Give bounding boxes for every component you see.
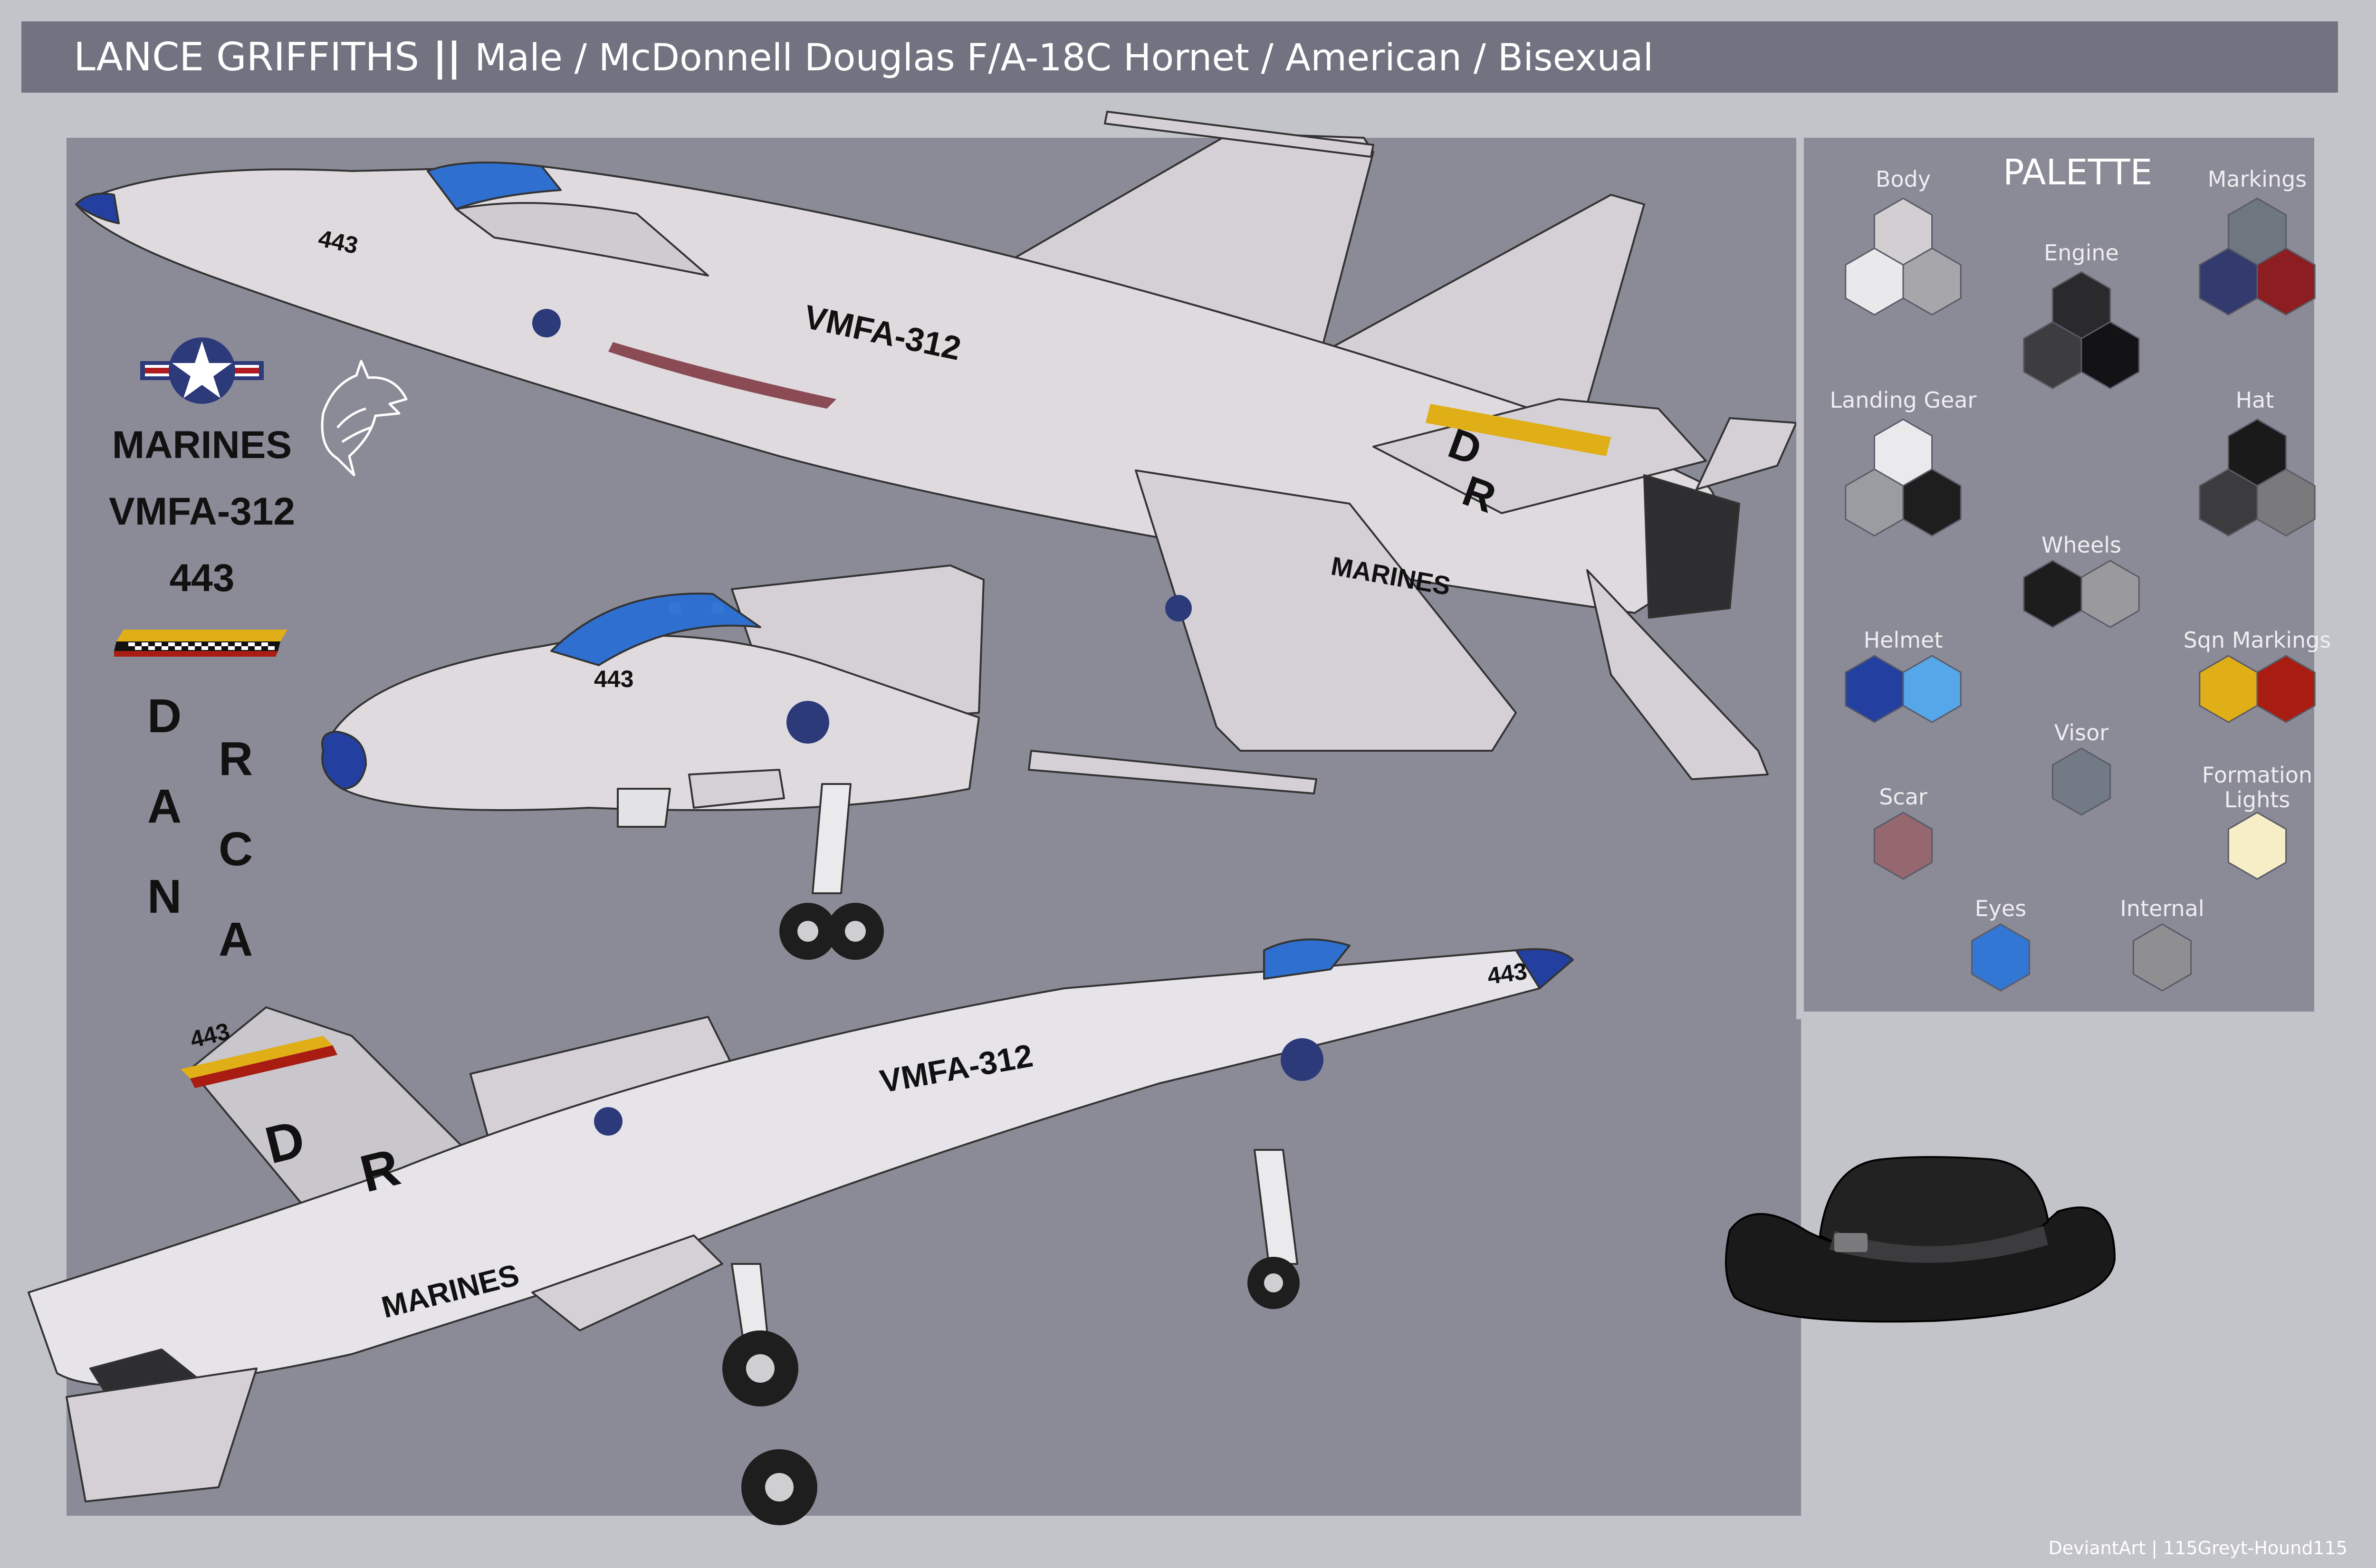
name-letter: A xyxy=(147,780,182,833)
swatch-label-formation-lights: Formation Lights xyxy=(2202,762,2313,813)
roundel-icon xyxy=(786,701,829,744)
roundel-icon xyxy=(1165,595,1192,621)
griffin-emblem-icon xyxy=(321,360,408,477)
insignia-squadron: VMFA-312 xyxy=(109,490,295,533)
color-swatch xyxy=(2256,468,2316,537)
color-swatch xyxy=(2199,655,2258,723)
color-swatch xyxy=(1873,812,1933,880)
name-letter: D xyxy=(147,689,182,743)
swatch-label-eyes: Eyes xyxy=(1974,896,2027,921)
swatch-label-hat: Hat xyxy=(2235,387,2274,413)
jet-top-view xyxy=(75,111,1797,794)
title-separator: || xyxy=(419,35,475,80)
character-name: LANCE GRIFFITHS xyxy=(74,35,420,80)
eye-icon xyxy=(668,602,681,615)
name-letter: N xyxy=(147,870,182,923)
color-swatch xyxy=(1845,655,1904,723)
title-bar: LANCE GRIFFITHS || Male / McDonnell Doug… xyxy=(21,21,2338,93)
swatch-label-body: Body xyxy=(1875,166,1931,192)
roundel-icon xyxy=(594,1107,623,1136)
checker-stripe-icon xyxy=(114,630,287,657)
insignia-number: 443 xyxy=(169,556,235,600)
swatch-label-visor: Visor xyxy=(2054,720,2109,746)
swatch-label-wheels: Wheels xyxy=(2041,532,2121,558)
swatch-label-landing-gear: Landing Gear xyxy=(1830,387,1977,413)
color-swatch xyxy=(1902,468,1962,537)
name-letter: C xyxy=(219,822,253,876)
color-swatch xyxy=(2256,655,2316,723)
color-swatch xyxy=(2132,923,2192,992)
color-swatch xyxy=(2256,247,2316,316)
swatch-label-markings: Markings xyxy=(2207,166,2307,192)
roundel-icon xyxy=(532,309,561,337)
color-swatch xyxy=(2080,560,2140,628)
jet-front-view xyxy=(321,564,985,960)
artist-credit: DeviantArt | 115Greyt-Hound115 xyxy=(2048,1538,2347,1558)
jet-front-number: 443 xyxy=(594,666,634,692)
color-swatch xyxy=(1902,655,1962,723)
swatch-label-helmet: Helmet xyxy=(1863,627,1943,653)
color-swatch xyxy=(2051,747,2111,816)
color-swatch xyxy=(1902,247,1962,316)
name-letter: R xyxy=(219,732,253,785)
jet-side-view xyxy=(28,938,1574,1525)
checker-stripe-icon xyxy=(1426,404,1611,456)
swatch-label-scar: Scar xyxy=(1879,784,1927,810)
swatch-label-engine: Engine xyxy=(2044,240,2119,266)
color-swatch xyxy=(2080,321,2140,390)
swatch-label-sqn-markings: Sqn Markings xyxy=(2183,627,2331,653)
name-letter: A xyxy=(219,913,253,966)
eye-icon xyxy=(711,602,724,615)
roundel-icon xyxy=(140,337,264,404)
swatch-label-internal: Internal xyxy=(2120,896,2204,921)
character-title: LANCE GRIFFITHS || Male / McDonnell Doug… xyxy=(74,35,1653,80)
color-swatch xyxy=(2227,812,2287,880)
color-swatch xyxy=(1971,923,2031,992)
palette-title: PALETTE xyxy=(2003,152,2153,193)
character-details: Male / McDonnell Douglas F/A-18C Hornet … xyxy=(475,37,1654,79)
color-swatch xyxy=(2023,560,2082,628)
insignia-branch: MARINES xyxy=(112,423,292,467)
roundel-icon xyxy=(1281,1038,1323,1081)
cowboy-hat-icon xyxy=(1725,1156,2116,1323)
